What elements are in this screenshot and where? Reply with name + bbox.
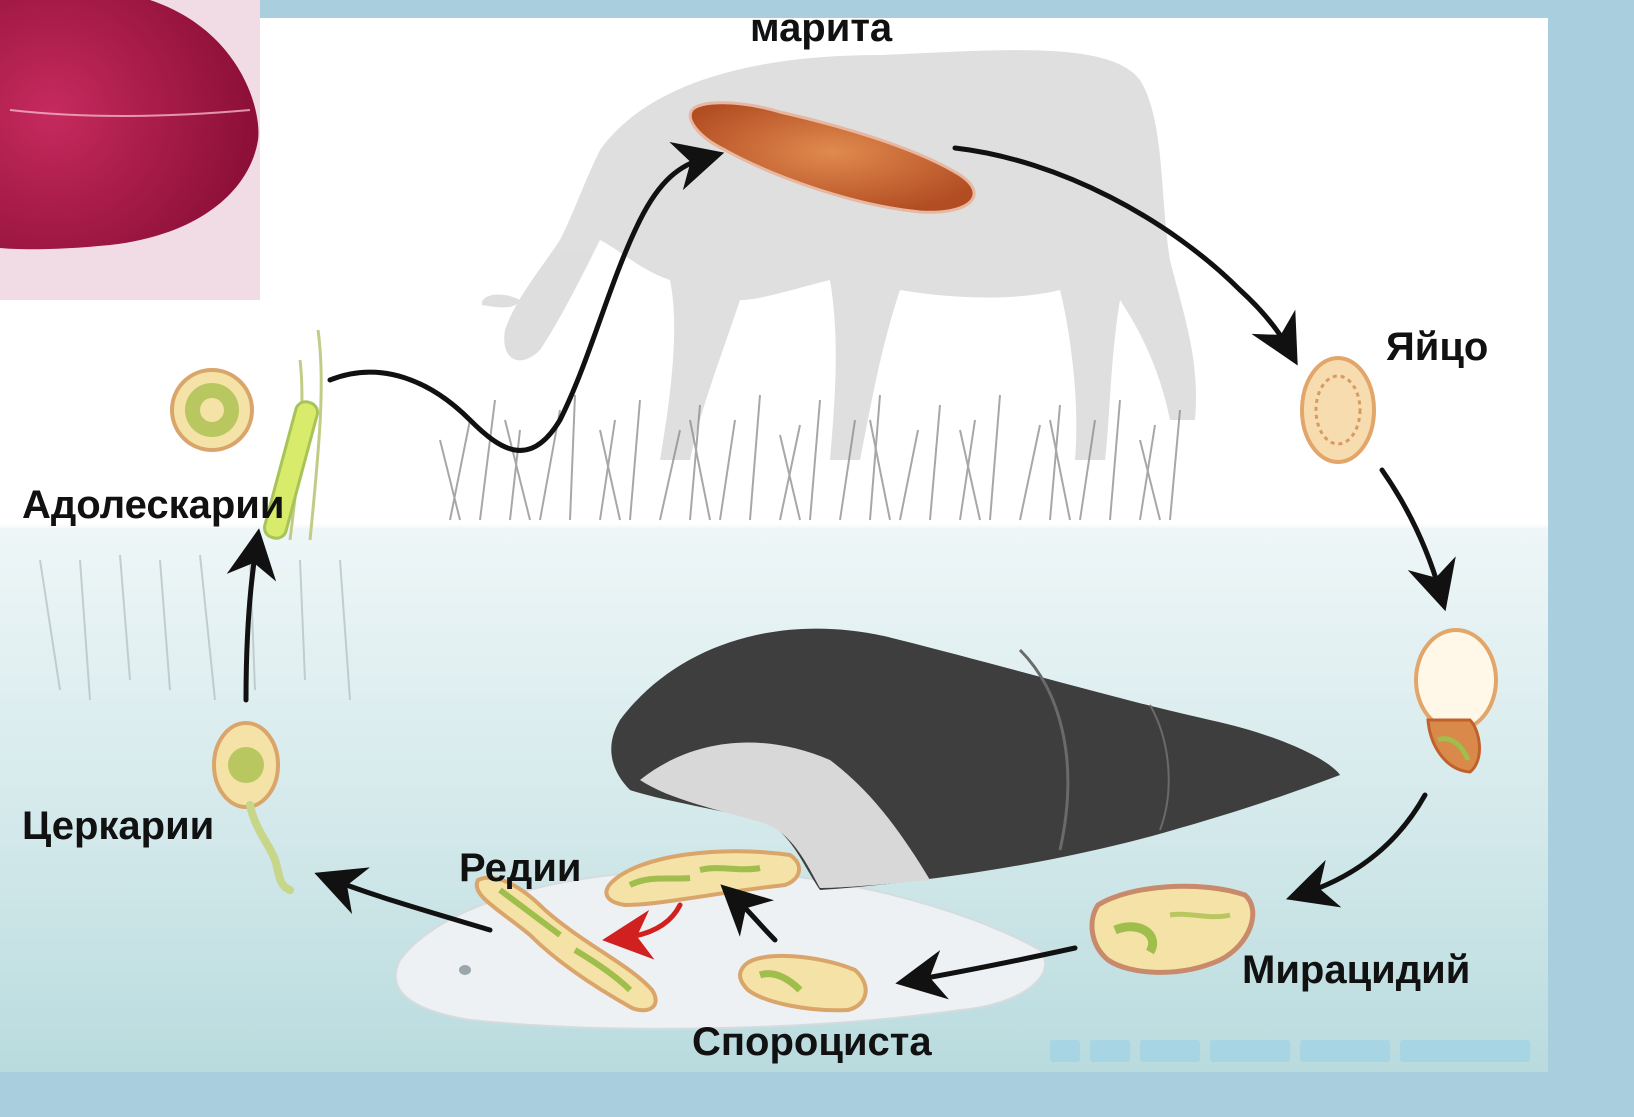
arrow-egg-to-hatch <box>1382 470 1440 592</box>
fluke-photo <box>0 0 260 300</box>
cercaria <box>214 723 290 890</box>
life-cycle-illustration <box>0 0 1568 1072</box>
label-marita: марита <box>750 8 892 48</box>
hatching-egg <box>1416 630 1496 772</box>
label-miracidium: Мирацидий <box>1242 950 1470 990</box>
water-reeds <box>40 555 350 700</box>
label-egg: Яйцо <box>1386 327 1488 367</box>
label-redia: Редии <box>459 848 582 888</box>
label-adolescaria: Адолескарии <box>22 485 284 525</box>
miracidium <box>1092 886 1253 972</box>
arrow-hatch-to-miracidium <box>1305 795 1425 893</box>
grass <box>440 395 1180 520</box>
watermark <box>1050 1040 1530 1062</box>
label-cercaria: Церкарии <box>22 806 214 846</box>
egg <box>1302 358 1374 462</box>
cow-silhouette <box>482 50 1196 460</box>
label-sporocyst: Спороциста <box>692 1022 932 1062</box>
